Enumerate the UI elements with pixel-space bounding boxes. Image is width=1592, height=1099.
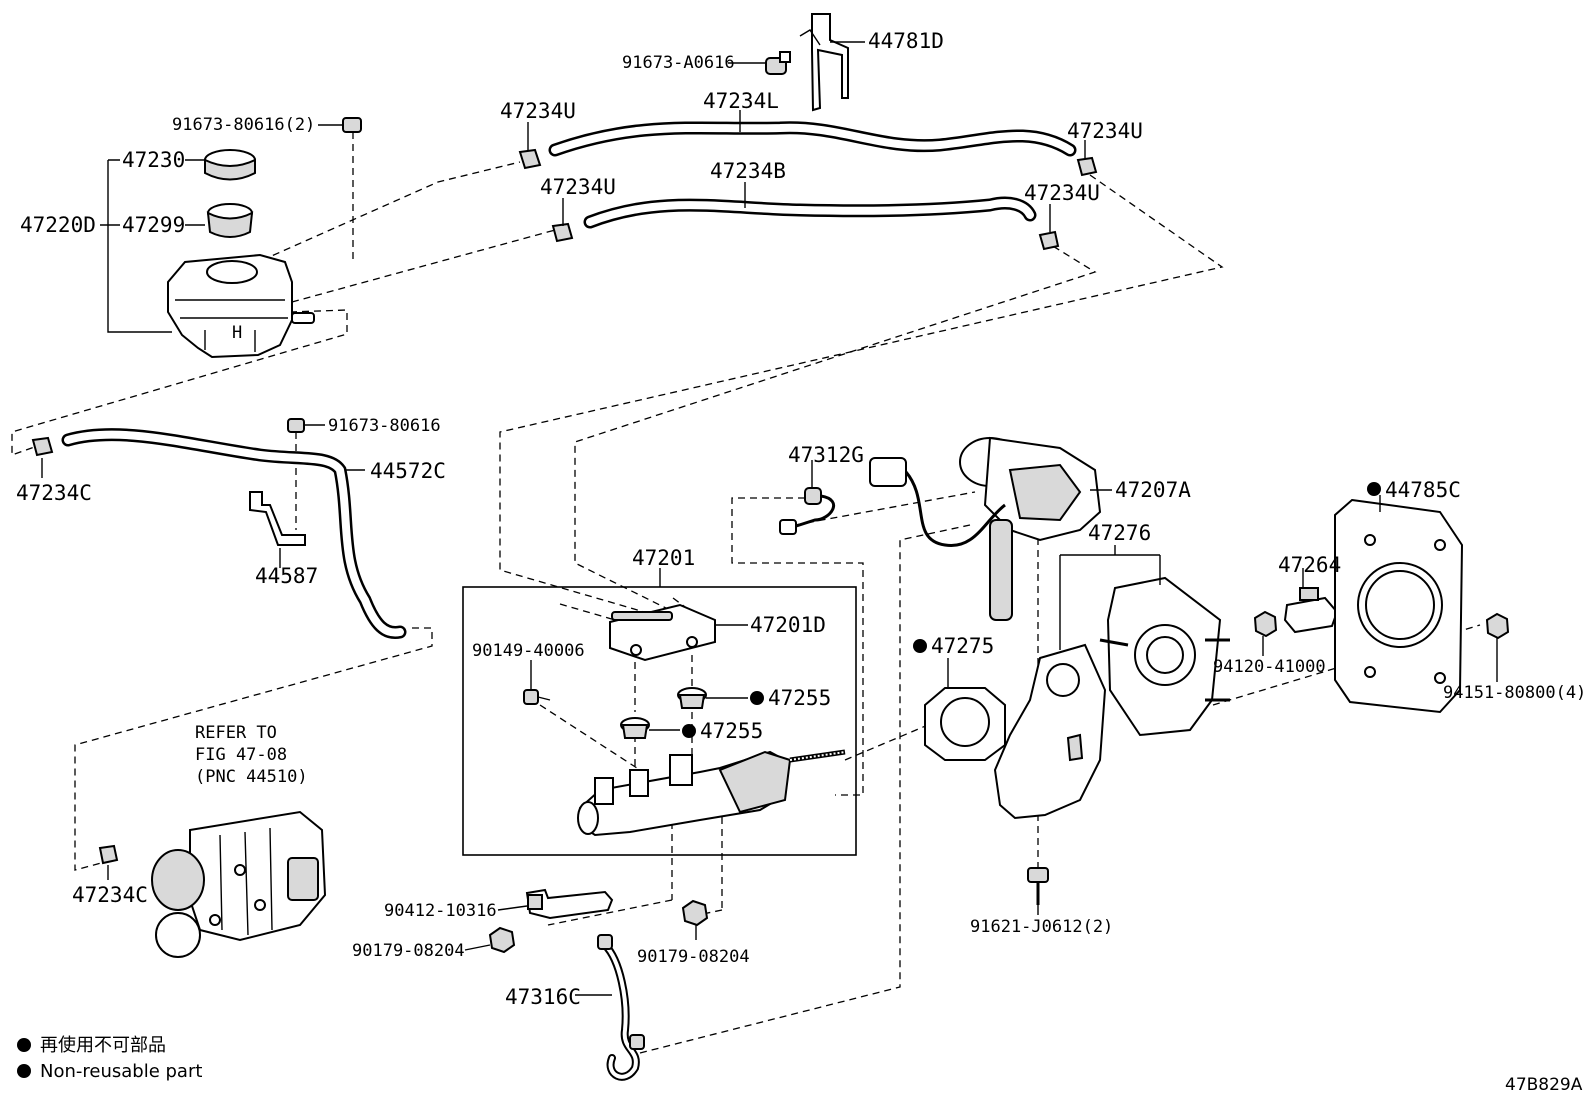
reservoir-cap-47230 [204, 149, 256, 181]
label-90179-08204-b: 90179-08204 [637, 947, 750, 967]
label-47316c: 47316C [505, 985, 581, 1009]
legend-japanese: 再使用不可部品 [40, 1035, 166, 1056]
bolt-91673-a0616 [765, 51, 791, 75]
bolt-91673-80616 [287, 418, 305, 433]
label-94151-80800-4: 94151-80800(4) [1443, 683, 1586, 703]
nut-90179-08204-b [681, 899, 709, 927]
label-91673-a0616: 91673-A0616 [622, 53, 735, 73]
legend-non-reusable: Non-reusable part [40, 1061, 202, 1082]
label-90149-40006: 90149-40006 [472, 641, 585, 661]
non-reusable-markers [17, 482, 1381, 1078]
grommet-47255-a [677, 687, 707, 709]
label-47255-a: 47255 [768, 686, 831, 710]
abs-actuator [151, 810, 327, 958]
label-47234u-d: 47234U [1024, 181, 1100, 205]
bracket-47276 [993, 643, 1107, 820]
clamps [31, 148, 1098, 865]
grommet-47255-b [620, 717, 650, 739]
booster-plate [1099, 576, 1230, 737]
label-44785c: 44785C [1385, 478, 1461, 502]
bracket-90412-10316 [525, 888, 614, 920]
label-47234c-b: 47234C [72, 883, 148, 907]
reservoir-47220d: H [167, 253, 315, 359]
label-47234l: 47234L [703, 89, 779, 113]
label-47234u-c: 47234U [540, 175, 616, 199]
pin-90149-40006 [523, 689, 551, 705]
master-cylinder-47201 [577, 749, 846, 837]
label-47299: 47299 [122, 213, 185, 237]
label-47234u-b: 47234U [1067, 119, 1143, 143]
label-47234u-a: 47234U [500, 99, 576, 123]
gasket-47275 [924, 687, 1006, 761]
nut-94120-41000 [1253, 610, 1278, 638]
legend: 再使用不可部品 Non-reusable part [40, 1035, 202, 1082]
label-91673-80616-2: 91673-80616(2) [172, 115, 315, 135]
nut-90179-08204-a [488, 926, 516, 954]
svg-text:H: H [232, 323, 242, 343]
label-44781d: 44781D [868, 29, 944, 53]
label-47312g: 47312G [788, 443, 864, 467]
label-refer-to: REFER TO [195, 723, 277, 743]
nut-94151-80800 [1485, 612, 1510, 640]
hose-44572c [61, 428, 407, 639]
label-47275: 47275 [931, 634, 994, 658]
bolt-91621-j0612 [1027, 867, 1049, 905]
label-44587: 44587 [255, 564, 318, 588]
label-47201d: 47201D [750, 613, 826, 637]
hose-47234b [583, 196, 1037, 229]
gasket-plate-44785c [1334, 498, 1464, 714]
booster-47207a [869, 436, 1102, 621]
label-90179-08204-a: 90179-08204 [352, 941, 465, 961]
label-47220d: 47220D [20, 213, 96, 237]
label-47255-b: 47255 [700, 719, 763, 743]
label-91673-80616: 91673-80616 [328, 416, 441, 436]
label-refer-pnc: (PNC 44510) [195, 767, 308, 787]
label-47234c-a: 47234C [16, 481, 92, 505]
sensor-47312g [779, 487, 835, 535]
label-94120-41000: 94120-41000 [1213, 657, 1326, 677]
diagram-code: 47B829A [1505, 1075, 1583, 1095]
brake-line-47316c [597, 934, 645, 1081]
label-47264: 47264 [1278, 553, 1341, 577]
label-91621-j0612-2: 91621-J0612(2) [970, 917, 1113, 937]
leader-lines [41, 41, 1498, 996]
label-44572c: 44572C [370, 459, 446, 483]
bracket-44587 [249, 491, 306, 546]
bracket-44781d [799, 13, 849, 112]
bracket-47264 [1283, 587, 1339, 634]
label-47230: 47230 [122, 148, 185, 172]
label-90412-10316: 90412-10316 [384, 901, 497, 921]
part-labels: 91673-A0616 44781D 91673-80616(2) 47234U… [16, 29, 1586, 1009]
label-47207a: 47207A [1115, 478, 1191, 502]
label-refer-fig: FIG 47-08 [195, 745, 287, 765]
hose-47234l [548, 121, 1077, 157]
label-47234b: 47234B [710, 159, 786, 183]
label-47276: 47276 [1088, 521, 1151, 545]
strainer-47299 [206, 203, 254, 238]
reservoir-mount-47201d [609, 603, 716, 662]
label-47201: 47201 [632, 546, 695, 570]
bolt-91673-80616-2 [342, 117, 362, 133]
